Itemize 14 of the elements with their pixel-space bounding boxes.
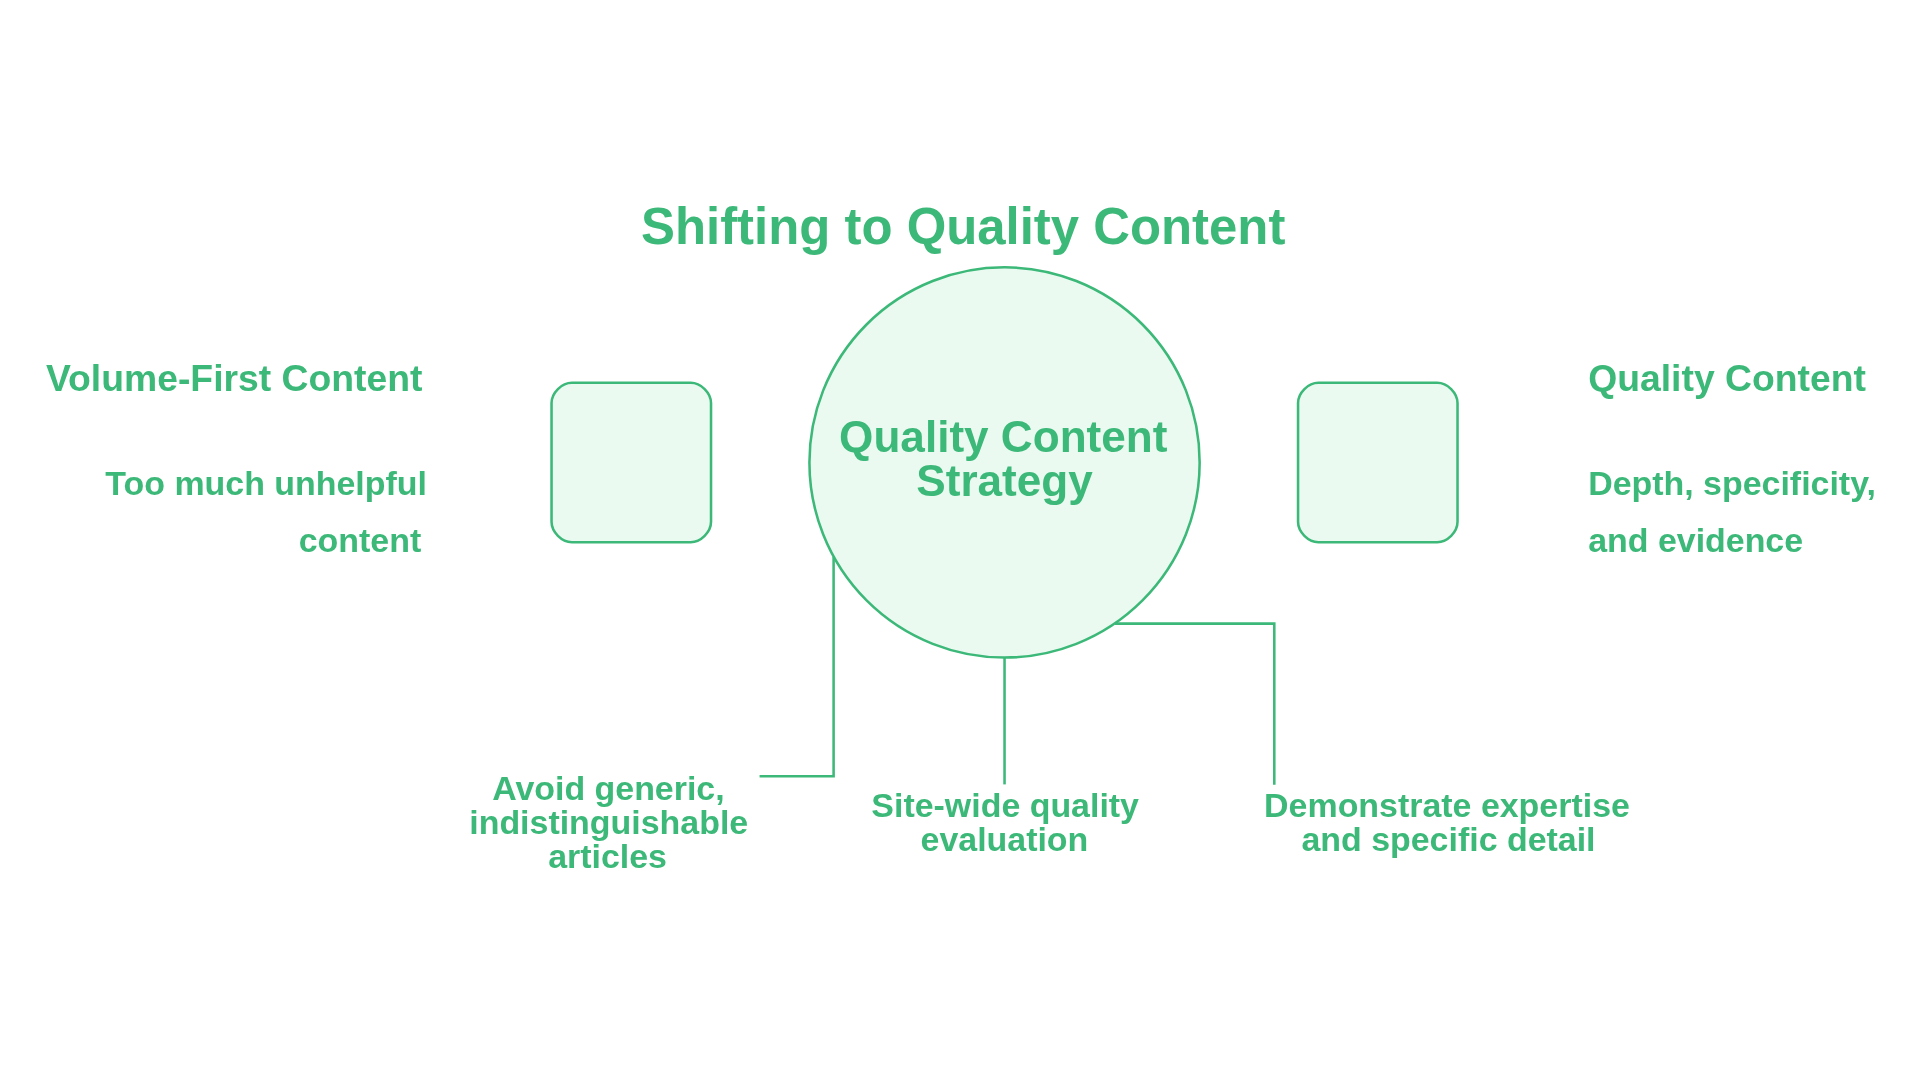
node-label: Too much unhelpful content (105, 463, 427, 559)
node-label: Depth, specificity, and evidence (1588, 463, 1876, 559)
node-circle: Quality Content Strategy (808, 265, 1201, 659)
node-label: Volume-First Content (45, 356, 423, 399)
node-text: Avoid generic, indistinguishable articles (469, 768, 749, 875)
connector (759, 556, 835, 778)
node-text: Demonstrate expertise and specific detail (1264, 785, 1630, 858)
connector (1115, 621, 1276, 785)
node-text: Site-wide quality evaluation (871, 785, 1140, 858)
node-label: Quality Content (1588, 356, 1866, 399)
node-box (550, 380, 713, 543)
diagram-title: Shifting to Quality Content (641, 197, 1286, 255)
connector (1003, 657, 1006, 784)
node-box (1296, 380, 1459, 543)
